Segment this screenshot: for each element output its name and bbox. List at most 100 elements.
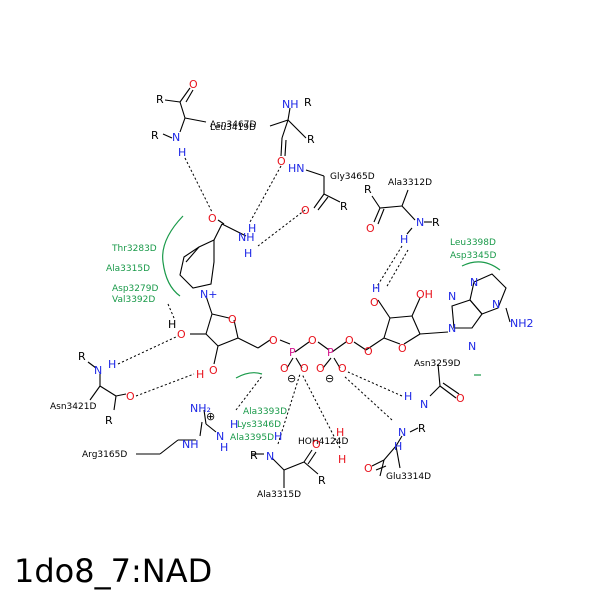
atom-r: R	[364, 183, 372, 196]
atom-o: O	[269, 334, 278, 347]
residue-asn3259: Asn3259D	[414, 359, 460, 369]
atom-o: O	[366, 222, 375, 235]
residue-ala3315-top: Ala3315D	[106, 264, 150, 274]
interaction-diagram: Asn3467D Leu3419D Gly3465D Ala3312D Thr3…	[50, 78, 534, 500]
atom-n: N	[94, 364, 102, 377]
atom-h: H	[274, 430, 282, 443]
atom-p: P	[327, 346, 334, 359]
atom-o: O	[338, 362, 347, 375]
atom-h: H	[230, 418, 238, 431]
atom-r: R	[250, 449, 258, 462]
atom-o: O	[370, 296, 379, 309]
residue-hoh4124: HOH4124D	[298, 437, 349, 447]
charge-plus-icon: ⊕	[206, 410, 215, 423]
atom-o: O	[300, 362, 309, 375]
atom-o: O	[308, 334, 317, 347]
atom-n: N	[448, 290, 456, 303]
atom-h: H	[196, 368, 204, 381]
atom-r: R	[304, 96, 312, 109]
hydrophobic-arc-phosphate	[235, 372, 263, 379]
atom-o: O	[345, 334, 354, 347]
atom-h: H	[338, 453, 346, 466]
ligand-bonds	[179, 219, 511, 369]
residue-ala3395: Ala3395D	[230, 433, 274, 443]
atom-nh: NH	[182, 438, 199, 451]
atom-o: O	[177, 328, 186, 341]
residue-ala3312: Ala3312D	[388, 178, 432, 188]
atom-r: R	[340, 200, 348, 213]
atom-r: R	[78, 350, 86, 363]
residue-lys3346: Lys3346D	[237, 420, 281, 430]
atom-n: N	[172, 131, 180, 144]
atom-nh: NH	[238, 231, 255, 244]
atom-labels: R O R N H NH R R O HN R O R O N R H O NH…	[78, 78, 534, 487]
atom-r: R	[156, 93, 164, 106]
atom-oh: OH	[416, 288, 433, 301]
atom-n-plus: N+	[200, 288, 217, 301]
atom-o: O	[228, 313, 237, 326]
atom-n: N	[470, 276, 478, 289]
atom-r: R	[432, 216, 440, 229]
atom-n: N	[266, 450, 274, 463]
residue-gly3465: Gly3465D	[330, 172, 375, 182]
atom-o: O	[456, 392, 465, 405]
atom-n: N	[448, 322, 456, 335]
atom-nh2: NH2	[510, 317, 534, 330]
atom-o: O	[301, 204, 310, 217]
atom-hn: HN	[288, 162, 305, 175]
hydrophobic-arc-right	[461, 261, 501, 271]
atom-o: O	[208, 212, 217, 225]
residue-labels: Asn3467D Leu3419D Gly3465D Ala3312D Thr3…	[50, 120, 496, 500]
atom-n: N	[468, 340, 476, 353]
atom-o: O	[364, 345, 373, 358]
atom-h: H	[244, 247, 252, 260]
residue-leu3398: Leu3398D	[450, 238, 496, 248]
residue-asn3467: Asn3467D	[210, 120, 256, 130]
atom-h: H	[168, 318, 176, 331]
residue-asp3279: Asp3279D	[112, 284, 158, 294]
residue-glu3314: Glu3314D	[386, 472, 431, 482]
atom-h: H	[248, 222, 256, 235]
atom-n: N	[492, 298, 500, 311]
atom-o: O	[280, 362, 289, 375]
atom-r: R	[307, 133, 315, 146]
hydrophobic-arcs	[162, 215, 501, 379]
atom-h: H	[404, 390, 412, 403]
atom-r: R	[151, 129, 159, 142]
atom-o: O	[312, 438, 321, 451]
residue-asn3421: Asn3421D	[50, 402, 96, 412]
atom-h: H	[336, 426, 344, 439]
atom-o: O	[126, 390, 135, 403]
diagram-title: 1do8_7:NAD	[14, 552, 213, 590]
atom-nh: NH	[282, 98, 299, 111]
atom-o: O	[364, 462, 373, 475]
atom-h: H	[372, 282, 380, 295]
atom-r: R	[105, 414, 113, 427]
hydrophobic-arc-left	[162, 215, 184, 297]
residue-arg3165: Arg3165D	[82, 450, 127, 460]
atom-n: N	[420, 398, 428, 411]
atom-n: N	[398, 426, 406, 439]
residue-asp3345: Asp3345D	[450, 251, 496, 261]
atom-h: H	[178, 146, 186, 159]
atom-n: N	[216, 430, 224, 443]
atom-h: H	[400, 233, 408, 246]
residue-val3392: Val3392D	[112, 295, 155, 305]
atom-r: R	[318, 474, 326, 487]
charge-minus-icon: ⊖	[325, 372, 334, 385]
atom-o: O	[209, 364, 218, 377]
residue-ala3315-bottom: Ala3315D	[257, 490, 301, 500]
residue-thr3283: Thr3283D	[111, 244, 157, 254]
atom-h: H	[394, 440, 402, 453]
atom-o: O	[316, 362, 325, 375]
residue-leu3419: Leu3419D	[210, 123, 256, 133]
atom-h: H	[220, 441, 228, 454]
atom-nh2-plus: NH₂	[190, 402, 211, 415]
atom-o: O	[398, 342, 407, 355]
atom-p: P	[289, 346, 296, 359]
charge-minus-icon: ⊖	[287, 372, 296, 385]
atom-h: H	[108, 358, 116, 371]
residue-bonds	[87, 87, 460, 488]
hydrogen-bonds	[117, 157, 409, 449]
atom-o: O	[277, 155, 286, 168]
